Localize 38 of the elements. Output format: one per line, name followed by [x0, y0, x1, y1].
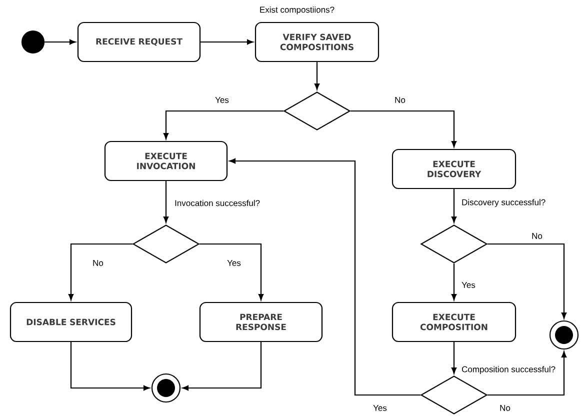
- arrow: [163, 181, 169, 223]
- arrow: [200, 39, 254, 45]
- arrow: [488, 351, 567, 396]
- arrow: [229, 158, 420, 396]
- arrow: [70, 342, 150, 391]
- arrow: [314, 62, 320, 90]
- process-box: EXECUTE COMPOSITION: [392, 302, 516, 342]
- end-circle: [549, 320, 579, 350]
- arrow: [200, 243, 264, 300]
- arrow: [451, 189, 457, 223]
- edge-label: Discovery successful?: [460, 198, 547, 208]
- edge-label: Yes: [226, 259, 242, 267]
- process-box: DISABLE SERVICES: [10, 302, 132, 342]
- edge-label: No: [498, 404, 512, 412]
- process-box: PREPARE RESPONSE: [199, 302, 323, 342]
- edge-label: Yes: [460, 281, 476, 289]
- arrow: [451, 264, 457, 300]
- edge-label: Yes: [372, 404, 388, 412]
- edge-label: Yes: [214, 96, 230, 104]
- start-circle: [21, 30, 45, 54]
- process-box: EXECUTE INVOCATION: [104, 140, 228, 182]
- edge-label: No: [92, 259, 104, 267]
- arrow: [44, 39, 76, 45]
- process-box: VERIFY SAVED COMPOSITIONS: [254, 22, 380, 62]
- arrow: [451, 342, 457, 374]
- arrow: [163, 110, 284, 140]
- edge-label: No: [394, 96, 406, 104]
- arrow: [68, 243, 132, 300]
- node-caption: Exist compostiions?: [260, 6, 334, 14]
- arrow: [488, 243, 567, 319]
- arrow: [350, 110, 457, 148]
- edge-label: No: [530, 232, 544, 240]
- process-box: RECEIVE REQUEST: [77, 22, 201, 62]
- end-circle: [151, 373, 181, 403]
- edge-label: Composition successful?: [460, 365, 557, 375]
- process-box: EXECUTE DISCOVERY: [392, 148, 516, 190]
- arrow: [182, 342, 262, 391]
- edge-label: Invocation successful?: [174, 198, 262, 208]
